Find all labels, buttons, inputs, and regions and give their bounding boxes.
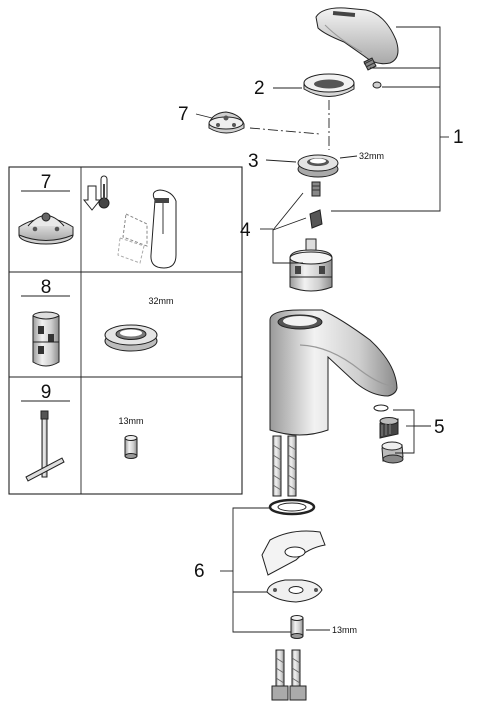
aerator-washer-part: [373, 404, 389, 412]
table-row-9-dimension: 13mm: [118, 416, 143, 426]
thermometer-handle-icon: [82, 175, 177, 269]
hex-nut-13mm-part: [290, 615, 304, 639]
temperature-limiter-part: [208, 111, 245, 134]
sleeve-part: [303, 73, 355, 97]
cartridge-part-icon: [32, 311, 60, 367]
tool-key-part-icon: [25, 410, 65, 482]
clamping-plate-part: [266, 579, 323, 603]
callout-3: 3: [248, 151, 259, 172]
cartridge-adapter-part: [309, 209, 323, 229]
hose-connectors-part: [271, 649, 307, 701]
cartridge-part: [289, 238, 333, 292]
cap-plug-part: [372, 81, 382, 89]
table-row-8-number: 8: [41, 277, 52, 298]
aerator-housing-part: [381, 441, 404, 464]
supply-hoses-part: [272, 435, 297, 497]
table-row-9-number: 9: [41, 382, 52, 403]
callout-7: 7: [178, 104, 189, 125]
table-row-7-number: 7: [41, 172, 52, 193]
spare-parts-table: 7 8: [8, 166, 243, 495]
horseshoe-washer-part: [261, 530, 326, 576]
nut-32mm-part: [297, 154, 339, 178]
hex-nut-dimension-label: 13mm: [332, 625, 357, 635]
hex-bit-13mm-part-icon: [124, 435, 138, 459]
lever-handle-part: [315, 7, 399, 65]
callout-4: 4: [240, 220, 251, 241]
callout-1: 1: [453, 127, 464, 148]
aerator-insert-part: [379, 417, 399, 439]
seal-ring-part: [268, 498, 316, 516]
callout-2: 2: [254, 78, 265, 99]
nut-dimension-label: 32mm: [359, 151, 384, 161]
temperature-limiter-part-icon: [18, 212, 74, 245]
cartridge-screw-part: [311, 181, 321, 197]
table-row-8-dimension: 32mm: [148, 296, 173, 306]
nut-32mm-part-icon: [104, 324, 158, 352]
faucet-body-part: [269, 309, 398, 436]
callout-6: 6: [194, 561, 205, 582]
callout-5: 5: [434, 417, 445, 438]
grub-screw-part: [363, 57, 377, 71]
exploded-view: 1 2 7 3 32mm: [178, 7, 464, 701]
